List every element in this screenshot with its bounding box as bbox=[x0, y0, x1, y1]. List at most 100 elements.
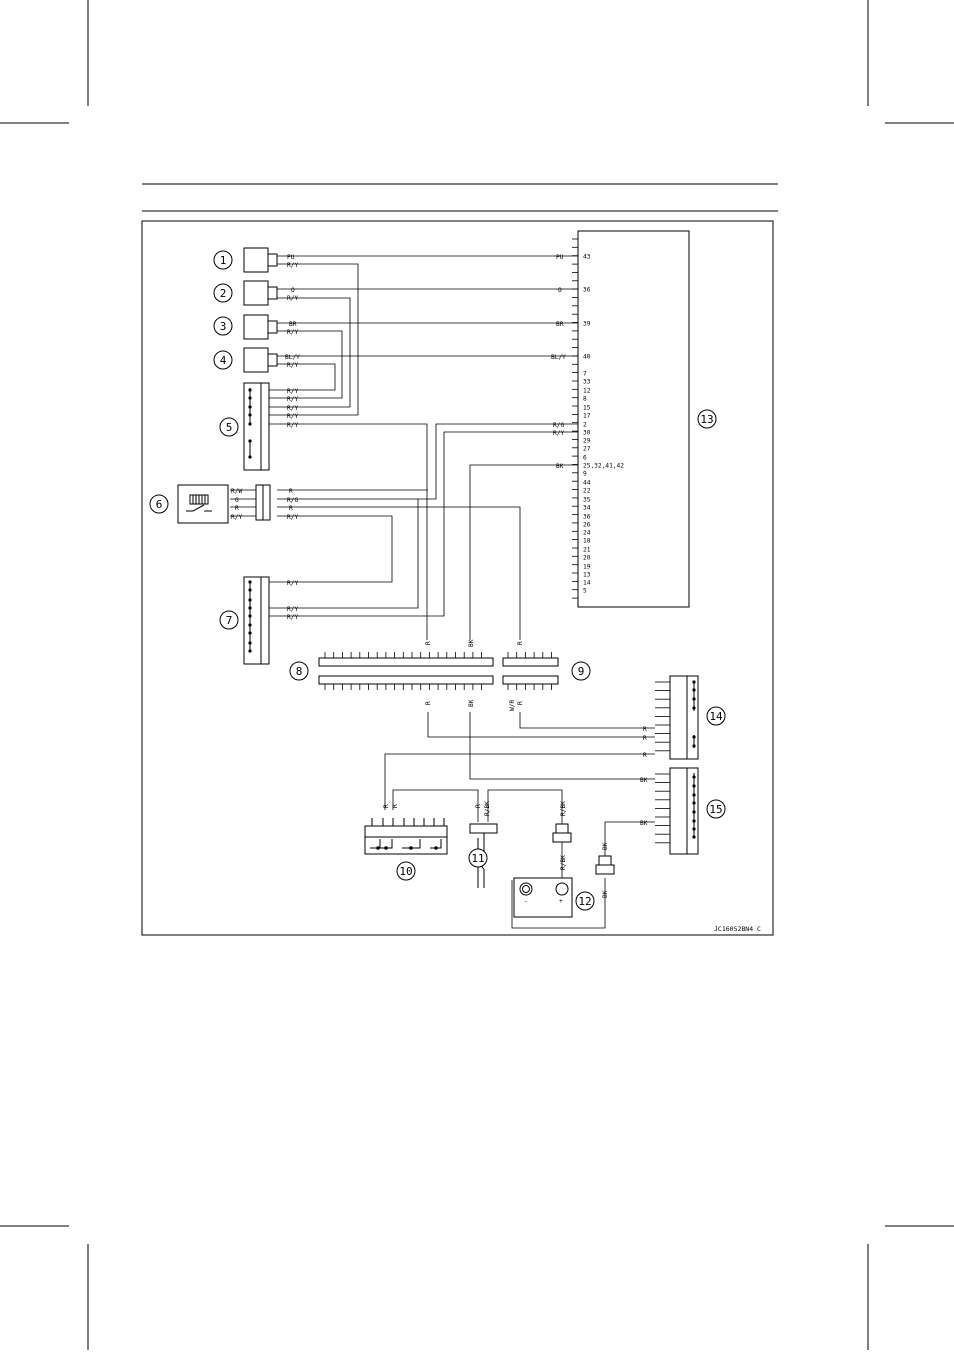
wire-label: R bbox=[425, 701, 432, 705]
wire-label: R/BK bbox=[560, 801, 567, 816]
fuse-box-8 bbox=[318, 657, 494, 685]
ecu-pin-label: 43 bbox=[583, 253, 591, 260]
callout-number: 10 bbox=[399, 865, 412, 878]
sensors bbox=[243, 247, 278, 373]
wire-label: W/R bbox=[509, 700, 516, 711]
wire-label: R/Y bbox=[287, 405, 298, 412]
wire-label: BL/Y bbox=[551, 354, 566, 361]
wire-label: BK bbox=[640, 777, 648, 784]
fuse-box-9 bbox=[502, 657, 559, 685]
wire-label: BK bbox=[556, 463, 564, 470]
positive-terminal-connector bbox=[555, 823, 569, 834]
callout-3: 3 bbox=[213, 316, 233, 336]
wire-label: R/Y bbox=[553, 430, 564, 437]
callout-12: 12 bbox=[575, 891, 595, 911]
wire-label: R/BK bbox=[484, 801, 491, 816]
wire-label: R bbox=[475, 804, 482, 808]
wire-label: R/Y bbox=[287, 262, 298, 269]
ecu-pin-label: 19 bbox=[583, 563, 591, 570]
callout-8: 8 bbox=[289, 661, 309, 681]
battery-negative-mark: - bbox=[524, 898, 528, 905]
sensor-1 bbox=[243, 247, 269, 273]
wire-label: BK bbox=[468, 639, 475, 647]
diagram-frame bbox=[141, 220, 774, 936]
callout-9: 9 bbox=[571, 661, 591, 681]
joint-7-dots bbox=[248, 580, 252, 653]
joint-connector-5 bbox=[243, 382, 270, 471]
wire-label: BK bbox=[602, 890, 609, 898]
battery-positive-mark: + bbox=[559, 898, 563, 905]
wire-label: R/Y bbox=[287, 514, 298, 521]
ecu-pin-label: 44 bbox=[583, 479, 591, 486]
callout-number: 9 bbox=[578, 665, 585, 678]
callout-number: 15 bbox=[709, 803, 722, 816]
wire-label: BL/Y bbox=[285, 354, 300, 361]
wire-label: R bbox=[643, 726, 647, 733]
wire-label: R bbox=[643, 735, 647, 742]
wire-label: G bbox=[235, 497, 239, 504]
ecu-pin-label: 2 bbox=[583, 421, 587, 428]
ecu-pin-label: 6 bbox=[583, 454, 587, 461]
wire-label: R/Y bbox=[287, 422, 298, 429]
wire-label: PU bbox=[287, 254, 295, 261]
callout-number: 5 bbox=[226, 421, 233, 434]
wire-label: R/Y bbox=[287, 614, 298, 621]
ecu-pin-label: 40 bbox=[583, 353, 591, 360]
wire-label: R bbox=[517, 701, 524, 705]
ecu-pin-label: 34 bbox=[583, 504, 591, 511]
wire-label: R bbox=[235, 505, 239, 512]
joint-connector-15 bbox=[669, 767, 699, 855]
wire-label: R/Y bbox=[287, 295, 298, 302]
wire-label: PU bbox=[556, 254, 564, 261]
callout-13: 13 bbox=[697, 409, 717, 429]
ecu-pin-label: 36 bbox=[583, 286, 591, 293]
callout-1: 1 bbox=[213, 250, 233, 270]
ecu-pin-label: 27 bbox=[583, 445, 591, 452]
callout-10: 10 bbox=[396, 861, 416, 881]
right-joint-stubs bbox=[655, 681, 670, 844]
callout-6: 6 bbox=[149, 494, 169, 514]
ecu-pin-label: 12 bbox=[583, 387, 591, 394]
ecu-pin-label: 14 bbox=[583, 579, 591, 586]
ecu-pin-label: 33 bbox=[583, 378, 591, 385]
ecu-pin-label: 26 bbox=[583, 521, 591, 528]
ecu-pin-label: 25,32,41,42 bbox=[583, 462, 624, 469]
wire-label: R bbox=[425, 641, 432, 645]
ecu-pin-label: 39 bbox=[583, 320, 591, 327]
callout-15: 15 bbox=[706, 799, 726, 819]
wire-label: R bbox=[392, 804, 399, 808]
wire-label: R/Y bbox=[287, 362, 298, 369]
ecu-pin-label: 30 bbox=[583, 429, 591, 436]
joint-connector-7 bbox=[243, 576, 270, 665]
callout-14: 14 bbox=[706, 706, 726, 726]
wire-label: R/G bbox=[287, 497, 298, 504]
wire-label: BR bbox=[556, 321, 564, 328]
wire-label: R/Y bbox=[287, 388, 298, 395]
joint-5-dots bbox=[248, 388, 252, 459]
ecu-pin-label: 9 bbox=[583, 470, 587, 477]
wire-label: R/Y bbox=[287, 606, 298, 613]
ecu-pin-label: 22 bbox=[583, 487, 591, 494]
callout-number: 1 bbox=[220, 254, 227, 267]
ecu-pin-label: 8 bbox=[583, 395, 587, 402]
ecu-pin-label: 36 bbox=[583, 513, 591, 520]
callout-number: 14 bbox=[709, 710, 723, 723]
callout-number: 13 bbox=[700, 413, 713, 426]
callout-number: 11 bbox=[471, 852, 484, 865]
ecu-pin-label: 18 bbox=[583, 537, 591, 544]
wire-label: R/Y bbox=[287, 329, 298, 336]
wire-label: R/BK bbox=[560, 855, 567, 870]
ecu-13 bbox=[577, 230, 690, 608]
wire-label: BK bbox=[468, 699, 475, 707]
wire-label: R/Y bbox=[287, 580, 298, 587]
callout-7: 7 bbox=[219, 610, 239, 630]
wire-label: R/G bbox=[553, 422, 564, 429]
ecu-pin-ticks bbox=[572, 238, 578, 599]
callout-number: 4 bbox=[220, 354, 227, 367]
wire-labels: PU R/Y O R/Y BR R/Y BL/Y R/Y R/Y R/Y R/Y… bbox=[231, 254, 648, 827]
wire-label: BR bbox=[289, 321, 297, 328]
callout-11: 11 bbox=[468, 848, 488, 868]
header-rules bbox=[142, 183, 778, 212]
